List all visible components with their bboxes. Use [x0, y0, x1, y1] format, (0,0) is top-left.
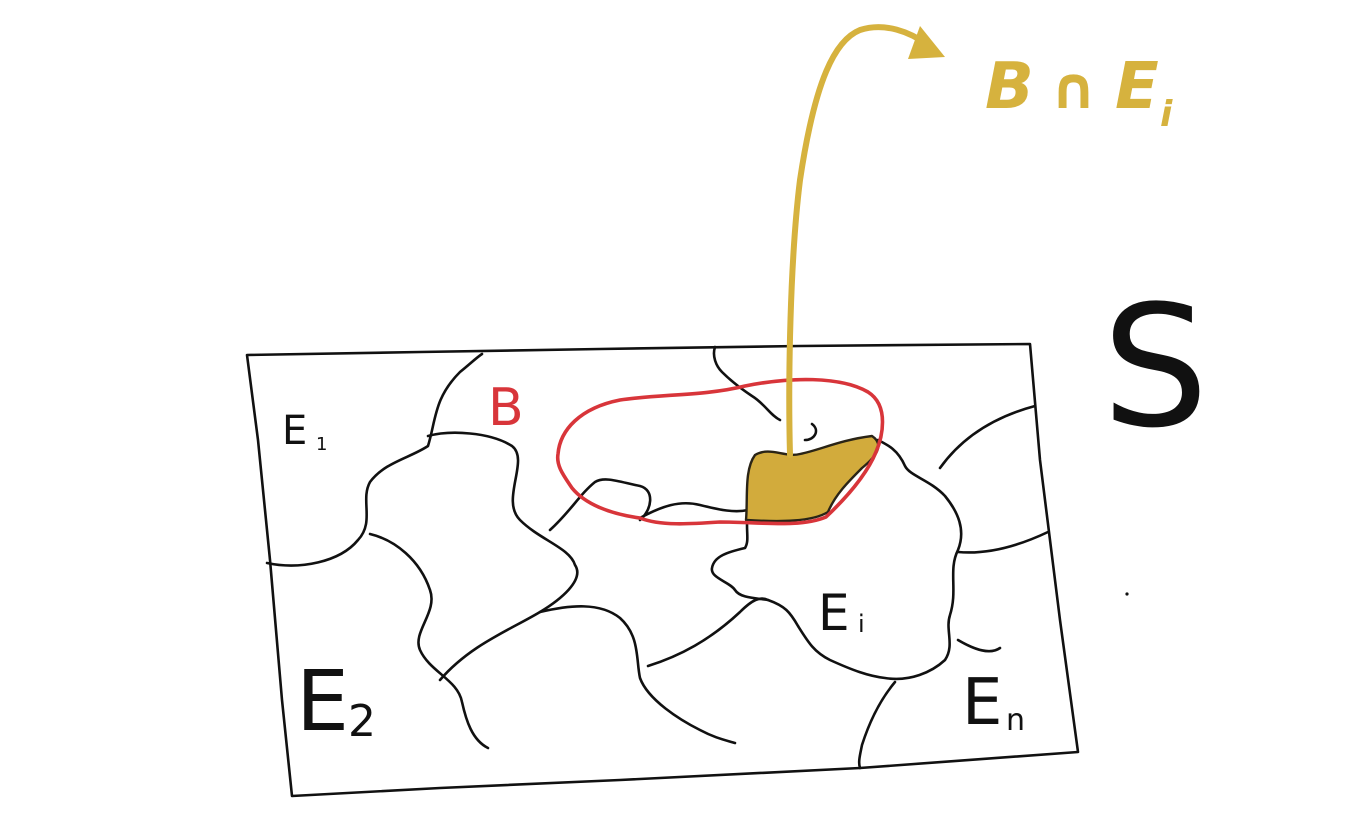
partition-boundary-lower-left [368, 532, 490, 750]
label-e1-letter: E [282, 408, 307, 454]
label-e1-subscript: 1 [316, 434, 327, 455]
partition-boundary-inner-b [548, 478, 750, 532]
label-ei-letter: E [818, 584, 850, 642]
label-e2-subscript: 2 [348, 696, 376, 747]
arrow-head [908, 26, 945, 59]
intersection-region [744, 434, 880, 523]
partition-boundary-e1-e2 [265, 352, 484, 567]
label-en-letter: E [962, 666, 1002, 740]
label-s: S [1102, 269, 1209, 465]
partition-boundary-top-notch [712, 345, 818, 442]
intersection-label-b: B [985, 50, 1034, 124]
partition-boundary-bottom-middle [538, 605, 737, 745]
label-b: B [488, 378, 524, 438]
label-e2-letter: E [296, 652, 349, 750]
label-ei-subscript: i [858, 610, 865, 638]
label-en-subscript: n [1006, 703, 1025, 738]
partition-boundary-right-middle [956, 530, 1050, 554]
intersection-label: B ∩ E i [985, 50, 1173, 135]
label-e1: E 1 [282, 408, 327, 455]
stray-dot [1125, 592, 1129, 596]
partition-boundary-right-upper [938, 404, 1037, 470]
partition-boundary-en [857, 638, 1002, 770]
partition-boundary-top-middle [426, 431, 579, 682]
label-e2: E 2 [296, 652, 376, 750]
intersection-arrow [786, 24, 931, 458]
label-en: E n [962, 666, 1025, 740]
intersection-label-cap: ∩ [1050, 54, 1097, 122]
set-b-outline [555, 377, 885, 526]
sample-space-outline [245, 342, 1080, 798]
partition-boundary-middle-low [646, 597, 770, 668]
label-ei: E i [818, 584, 865, 642]
partition-boundary-ei-left [710, 438, 963, 681]
intersection-label-sub: i [1160, 94, 1173, 135]
intersection-label-e: E [1115, 50, 1159, 124]
